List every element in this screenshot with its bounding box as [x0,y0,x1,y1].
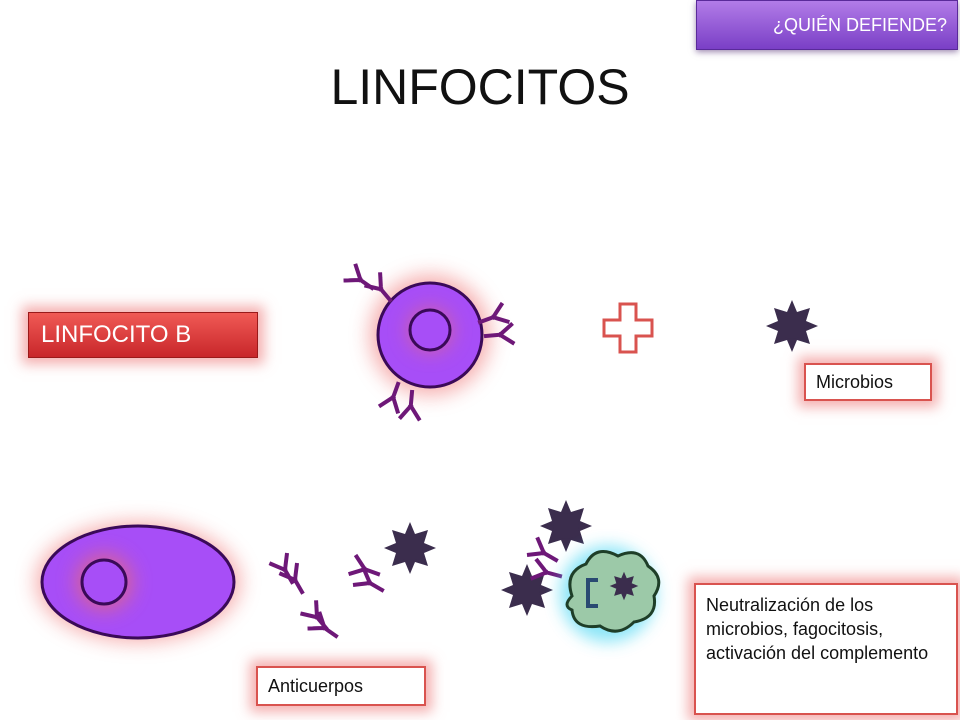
neutralizing-antibodies [526,537,565,587]
anticuerpos-label: Anticuerpos [256,666,426,706]
microbios-label: Microbios [804,363,932,401]
quien-defiende-button[interactable]: ¿QUIÉN DEFIENDE? [696,0,958,50]
microbe-icon [766,300,818,352]
linfocito-b-label: LINFOCITO B [28,312,258,358]
plasma-cell [36,522,240,642]
phagocyte-cell [560,546,661,642]
slide-title: LINFOCITOS [330,59,630,115]
neutralizacion-label: Neutralización de los microbios, fagocit… [694,583,958,715]
linfocito-b-cell [370,275,490,395]
plus-icon [602,302,654,354]
free-antibodies [269,552,389,646]
